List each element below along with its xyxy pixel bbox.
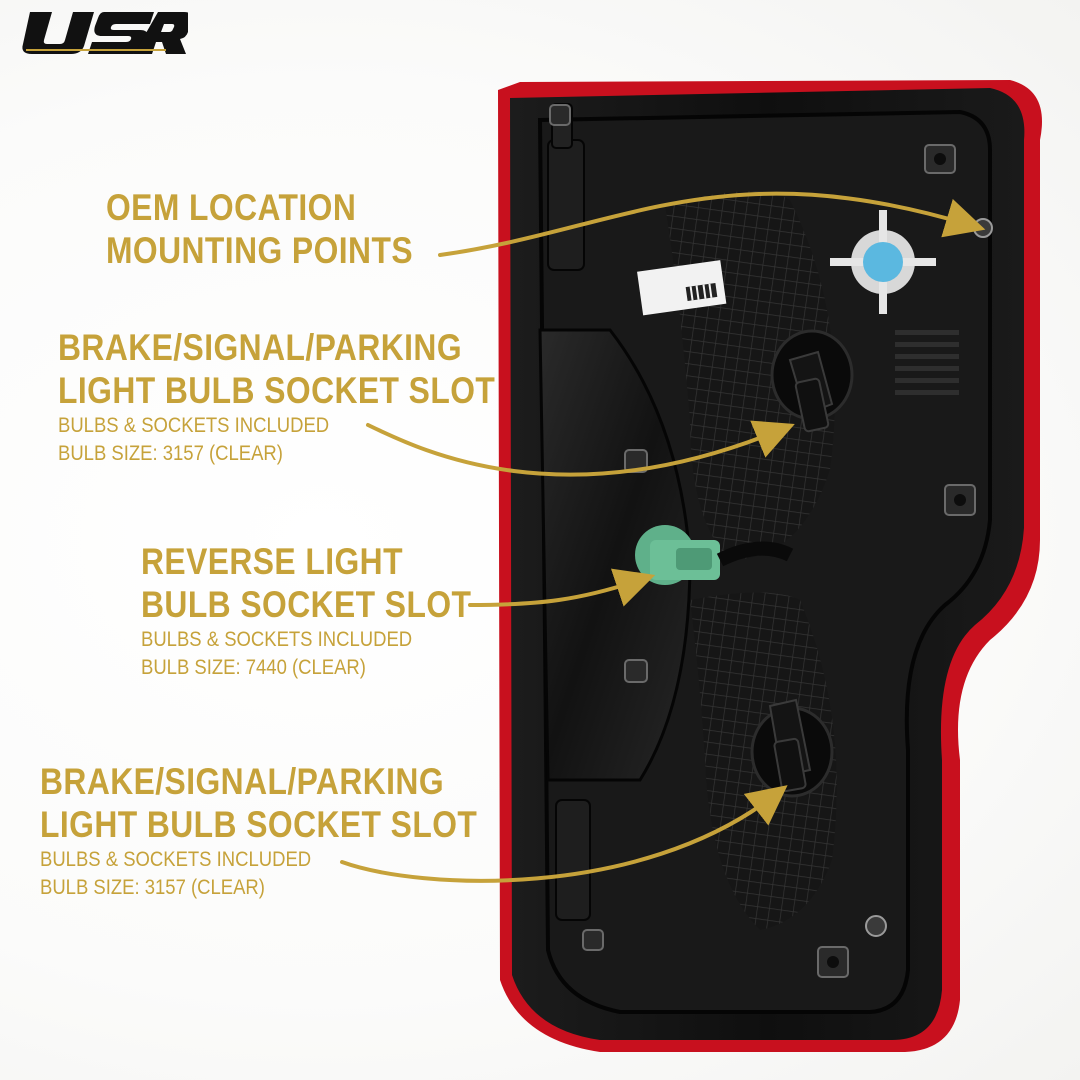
callout-title: OEM LOCATION xyxy=(106,187,357,228)
callout-detail: BULBS & SOCKETS INCLUDED xyxy=(58,414,330,437)
callout-detail: BULB SIZE: 3157 (CLEAR) xyxy=(58,442,283,465)
callout-title: REVERSE LIGHT xyxy=(141,541,403,582)
usr-logo xyxy=(22,12,188,54)
callout-detail: BULBS & SOCKETS INCLUDED xyxy=(141,628,413,651)
callout-detail: BULBS & SOCKETS INCLUDED xyxy=(40,848,312,871)
callout-title: LIGHT BULB SOCKET SLOT xyxy=(58,370,496,411)
callout-title: BRAKE/SIGNAL/PARKING xyxy=(58,327,463,368)
callout-title: MOUNTING POINTS xyxy=(106,230,413,271)
callout-title: BRAKE/SIGNAL/PARKING xyxy=(40,761,445,802)
callout-title: LIGHT BULB SOCKET SLOT xyxy=(40,804,478,845)
callout-lower-socket: BRAKE/SIGNAL/PARKING LIGHT BULB SOCKET S… xyxy=(40,760,548,902)
callout-mounting-points: OEM LOCATION MOUNTING POINTS xyxy=(106,186,463,272)
callout-reverse-socket: REVERSE LIGHT BULB SOCKET SLOT BULBS & S… xyxy=(141,540,525,682)
callout-detail: BULB SIZE: 7440 (CLEAR) xyxy=(141,656,366,679)
callout-detail: BULB SIZE: 3157 (CLEAR) xyxy=(40,876,265,899)
callout-upper-socket: BRAKE/SIGNAL/PARKING LIGHT BULB SOCKET S… xyxy=(58,326,566,468)
callout-title: BULB SOCKET SLOT xyxy=(141,584,472,625)
